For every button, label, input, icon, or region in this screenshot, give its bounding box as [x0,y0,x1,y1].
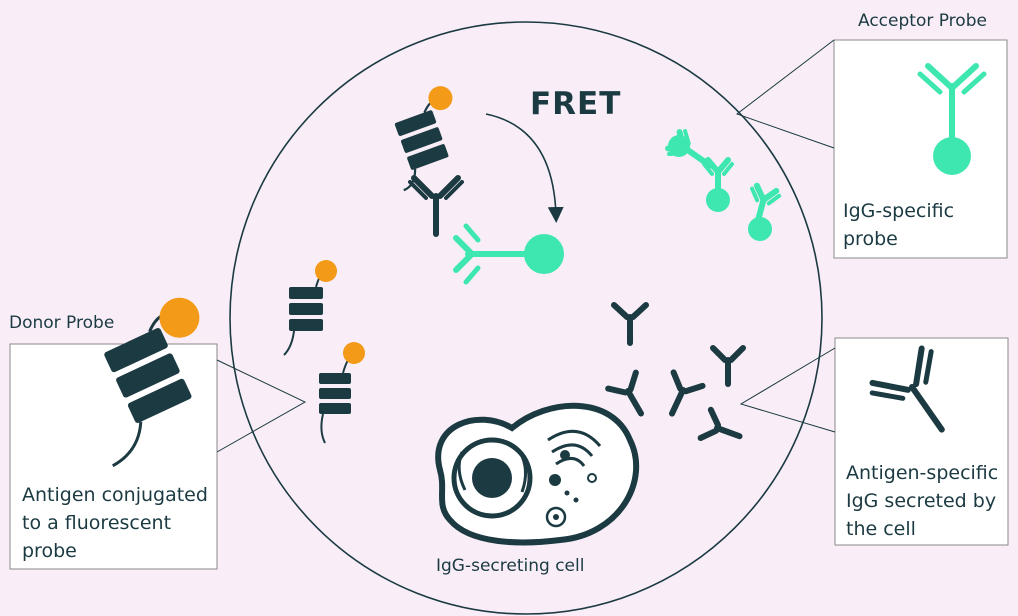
acceptor-probe-icon-legend [917,63,987,151]
acceptor-fluorophore-fret [524,234,564,274]
igg-antibody-icon-legend [869,345,945,433]
igg-antibody-icon-4 [710,345,746,387]
acceptor-fluorophore-3 [748,217,772,241]
donor-probe-icon-3 [319,342,365,444]
donor-callout-line [216,359,307,453]
acceptor-callout-line [735,39,835,149]
igg-antibody-icon-1 [611,302,649,346]
acceptor-fluorophore-1 [668,135,690,157]
donor-probe-icon-2 [283,260,337,356]
acceptor-desc-line2: probe [843,228,898,250]
acceptor-fluorophore-legend [933,137,971,175]
igg-callout-line [739,347,836,433]
igg-secreting-cell-icon [435,402,640,546]
acceptor-fluorophore-2 [706,188,730,212]
igg-antibody-icon-2 [605,369,644,417]
donor-desc-line1: Antigen conjugated [22,484,208,506]
igg-antibody-icon-5 [697,406,743,441]
igg-desc-line2: IgG secreted by [846,490,997,512]
fret-transfer-arrow [485,113,564,223]
donor-probe-title: Donor Probe [9,313,115,333]
fret-label: FRET [530,86,622,122]
donor-probe-icon-1 [394,86,453,192]
acceptor-probe-icon-2 [702,157,734,199]
igg-antibody-icon-3 [669,369,706,417]
acceptor-probe-title: Acceptor Probe [858,11,987,31]
igg-antibody-icon-fret [408,175,464,237]
acceptor-desc-line1: IgG-specific [843,200,955,222]
callout-lines [216,39,836,453]
donor-desc-line3: probe [22,540,77,562]
donor-desc-line2: to a fluorescent [22,512,172,534]
igg-desc-line1: Antigen-specific [846,462,999,484]
donor-probe-icon-large [104,297,200,468]
igg-desc-line3: the cell [846,518,916,540]
droplet-circle [229,21,823,615]
cell-label: IgG-secreting cell [436,556,585,576]
igg-info-box [834,337,1009,546]
